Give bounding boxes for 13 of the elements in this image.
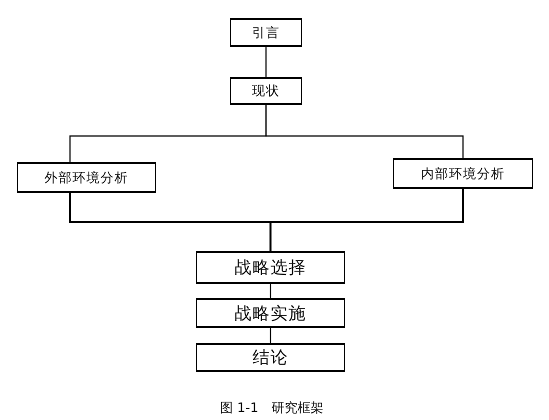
connector-line xyxy=(270,284,272,298)
process-box: 结论 xyxy=(196,343,345,372)
connector-line xyxy=(265,47,267,77)
figure-caption: 图 1-1 研究框架 xyxy=(220,400,324,417)
process-box: 战略实施 xyxy=(196,298,345,328)
process-box: 现状 xyxy=(230,77,302,105)
connector-line xyxy=(265,105,464,158)
process-box: 引言 xyxy=(230,18,302,47)
connector-line xyxy=(270,189,464,251)
connector-line xyxy=(270,328,272,343)
process-box: 内部环境分析 xyxy=(393,158,533,189)
process-box: 战略选择 xyxy=(196,251,345,284)
process-box: 外部环境分析 xyxy=(17,162,156,193)
